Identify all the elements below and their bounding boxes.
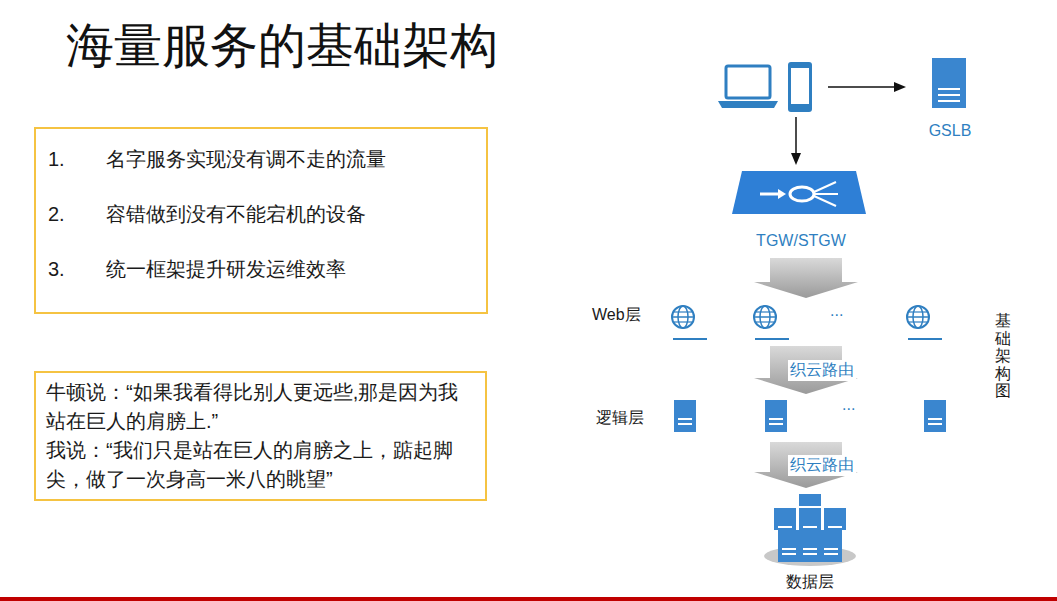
flow-arrow <box>754 258 858 298</box>
vertical-caption: 基础架构图 <box>995 312 1011 400</box>
list-number: 1. <box>48 147 65 171</box>
route-label: 织云路由 <box>788 455 856 476</box>
ellipsis: ... <box>842 396 855 414</box>
list-number: 3. <box>48 257 65 281</box>
node-icon <box>916 56 984 112</box>
node-icon <box>588 300 968 344</box>
phone-icon <box>788 62 812 112</box>
slide-title: 海量服务的基础架构 <box>66 14 498 78</box>
logic-layer: 逻辑层... <box>588 396 960 440</box>
tgw-gateway: TGW/STGW <box>722 168 880 256</box>
phone-screen <box>791 68 809 104</box>
client-arrow <box>828 86 896 88</box>
flow-arrow <box>754 442 858 488</box>
list-item: 名字服务实现没有调不走的流量 <box>106 147 386 171</box>
web-layer: Web层... <box>588 300 968 344</box>
list-item: 统一框架提升研发运维效率 <box>106 257 346 281</box>
quote-text: 我说：“我们只是站在巨人的肩膀之上，踮起脚尖，做了一次身高一米八的眺望” <box>46 436 475 494</box>
ellipsis: ... <box>830 302 843 320</box>
node-icon <box>752 490 868 566</box>
arrow-head <box>894 82 906 92</box>
goal-list-box: 1. 名字服务实现没有调不走的流量 2. 容错做到没有不能宕机的设备 3. 统一框架提升研… <box>34 127 488 314</box>
laptop-base <box>718 101 778 108</box>
quote-box: 牛顿说：“如果我看得比别人更远些,那是因为我站在巨人的肩膀上.”我说：“我们只是… <box>34 371 487 501</box>
gateway-label: TGW/STGW <box>722 232 880 250</box>
data-layer: 数据层 <box>752 490 868 596</box>
route-label: 织云路由 <box>788 360 856 381</box>
list-item: 容错做到没有不能宕机的设备 <box>106 202 366 226</box>
client-arrow <box>795 117 797 155</box>
layer-label: 逻辑层 <box>596 408 644 429</box>
footer-rule <box>0 597 1057 601</box>
layer-label: Web层 <box>592 305 641 326</box>
flow-arrow <box>754 346 858 394</box>
list-number: 2. <box>48 202 65 226</box>
arrow-head <box>791 153 801 165</box>
gslb-server: GSLB <box>916 56 984 146</box>
laptop-icon <box>726 66 770 98</box>
node-icon <box>722 168 880 218</box>
server-label: GSLB <box>916 122 984 140</box>
quote-text: 牛顿说：“如果我看得比别人更远些,那是因为我站在巨人的肩膀上.” <box>46 378 475 436</box>
layer-label: 数据层 <box>752 572 868 593</box>
